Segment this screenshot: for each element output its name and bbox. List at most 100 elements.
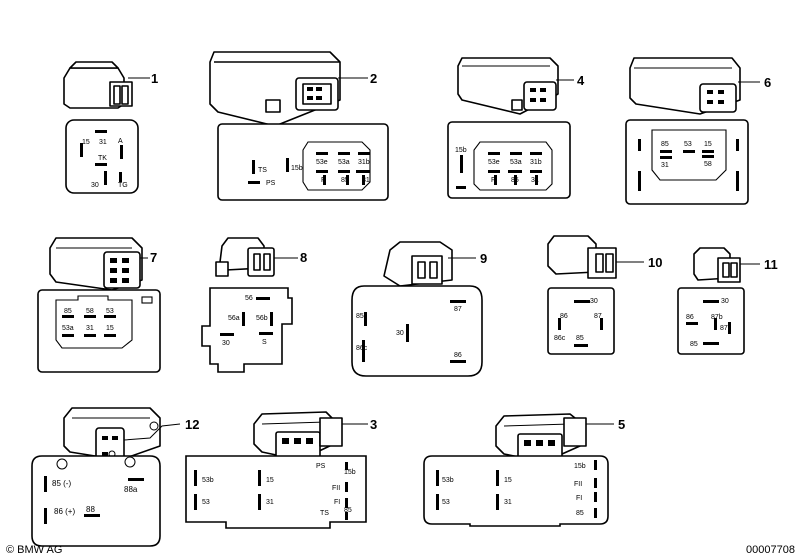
relay-5-label-53b: 53b [442, 477, 454, 484]
relay-5-label-85: 85 [576, 510, 584, 517]
relay-4-pinout [447, 121, 571, 199]
relay-7-label-58: 58 [86, 308, 94, 315]
relay-12-label-86-plus: 86 (+) [54, 507, 75, 516]
relay-6: 85 53 15 31 58 [625, 57, 760, 205]
relay-10-label-87: 87 [594, 313, 602, 320]
relay-1: 15 31 A TK 30 TG [63, 61, 150, 194]
relay-5-label-53: 53 [442, 499, 450, 506]
relay-9-label-86: 86 [454, 352, 462, 359]
relay-3-label-15: 15 [266, 477, 274, 484]
relay-4-body [457, 57, 574, 115]
relay-10-label-86c: 86c [554, 335, 566, 342]
relay-5-label-15b: 15b [574, 463, 586, 470]
relay-12-label-85-minus: 85 (-) [52, 479, 71, 488]
relay-1-body [63, 61, 150, 109]
relay-3-label-85: 85 [344, 507, 352, 514]
relay-2-label-TS: TS [258, 167, 267, 174]
relay-12-label-88: 88 [86, 505, 95, 514]
relay-3-label-53b: 53b [202, 477, 214, 484]
relay-6-label-31: 31 [661, 162, 669, 169]
relay-6-pinout [625, 119, 749, 205]
relay-5-label-FI: FI [576, 495, 582, 502]
callout-2: 2 [370, 71, 378, 86]
callout-12: 12 [185, 417, 200, 432]
callout-10: 10 [648, 255, 663, 270]
relay-9-body [383, 241, 476, 287]
callout-6: 6 [764, 75, 772, 90]
relay-1-label-TG: TG [118, 182, 128, 189]
relay-6-label-15: 15 [704, 141, 712, 148]
relay-3-label-31: 31 [266, 499, 274, 506]
relay-3-label-53: 53 [202, 499, 210, 506]
relay-9-label-30: 30 [396, 330, 404, 337]
relay-8: 56 56a 56b 30 S [201, 237, 298, 373]
relay-8-body [215, 237, 298, 277]
relay-10: 30 86 87 86c 85 [547, 235, 644, 355]
relay-5-pinout [423, 455, 609, 527]
relay-10-label-30: 30 [590, 298, 598, 305]
relay-3: 53b 15 PS 15b 53 31 FII FI TS 85 [185, 411, 368, 529]
relay-4-label-53a: 53a [510, 159, 522, 166]
relay-4-label-31b: 31b [530, 159, 542, 166]
relay-12-body [63, 407, 181, 465]
relay-10-label-85: 85 [576, 335, 584, 342]
relay-9-label-86c: 86c [356, 345, 368, 352]
relay-1-label-15: 15 [82, 139, 90, 146]
relay-7-label-53a: 53a [62, 325, 74, 332]
relay-2-label-15b: 15b [291, 165, 303, 172]
callout-4: 4 [577, 73, 585, 88]
relay-1-label-31: 31 [99, 139, 107, 146]
relay-10-body [547, 235, 644, 279]
relay-11-label-87: 87 [720, 325, 728, 332]
relay-4-label-53e: 53e [488, 159, 500, 166]
relay-2-label-F: F [321, 177, 325, 184]
relay-9-label-85: 85 [356, 313, 364, 320]
relay-7-body [49, 237, 148, 291]
relay-4-label-85: 85 [511, 177, 519, 184]
relay-7-label-15: 15 [106, 325, 114, 332]
relay-4-label-F: F [491, 177, 495, 184]
relay-6-label-58: 58 [704, 161, 712, 168]
relay-12-label-88a: 88a [124, 485, 138, 494]
relay-7-pinout [37, 289, 161, 373]
relay-2-label-53a: 53a [338, 159, 350, 166]
relay-4: 15b 53e 53a 31b F 85 31 [447, 57, 574, 199]
relay-10-label-86: 86 [560, 313, 568, 320]
callout-9: 9 [480, 251, 488, 266]
relay-4-label-15b: 15b [455, 147, 467, 154]
relay-8-label-56: 56 [245, 295, 253, 302]
relay-2-body [209, 51, 368, 127]
relay-1-label-TK: TK [98, 155, 107, 162]
callout-11: 11 [764, 257, 778, 272]
relay-8-label-56b: 56b [256, 315, 268, 322]
relay-11-label-86: 86 [686, 314, 694, 321]
relay-3-body [253, 411, 368, 461]
relay-6-body [629, 57, 760, 115]
relay-8-label-30: 30 [222, 340, 230, 347]
relay-11-body [693, 247, 760, 283]
relay-5-body [495, 413, 614, 463]
relay-8-pinout [201, 287, 293, 373]
relay-7-label-53: 53 [106, 308, 114, 315]
relay-1-label-A: A [118, 138, 123, 145]
relay-12: 85 (-) 88a 86 (+) 88 [31, 407, 181, 547]
relay-11-label-85: 85 [690, 341, 698, 348]
relay-3-label-PS: PS [316, 463, 326, 470]
relay-3-label-15b: 15b [344, 469, 356, 476]
relay-10-pinout [547, 287, 615, 355]
relay-3-label-FI: FI [334, 499, 340, 506]
relay-6-label-53: 53 [684, 141, 692, 148]
relay-3-label-FII: FII [332, 485, 340, 492]
relay-2-label-PS: PS [266, 180, 276, 187]
relay-11-label-87b: 87b [711, 314, 723, 321]
callout-5: 5 [618, 417, 626, 432]
relay-1-label-30: 30 [91, 182, 99, 189]
relay-9: 85 87 30 86c 86 [351, 241, 483, 377]
relay-8-label-56a: 56a [228, 315, 240, 322]
callout-1: 1 [151, 71, 159, 86]
callout-7: 7 [150, 250, 158, 265]
relay-2-label-53e: 53e [316, 159, 328, 166]
relay-7-label-85: 85 [64, 308, 72, 315]
image-code-label: 00007708 [746, 544, 795, 556]
